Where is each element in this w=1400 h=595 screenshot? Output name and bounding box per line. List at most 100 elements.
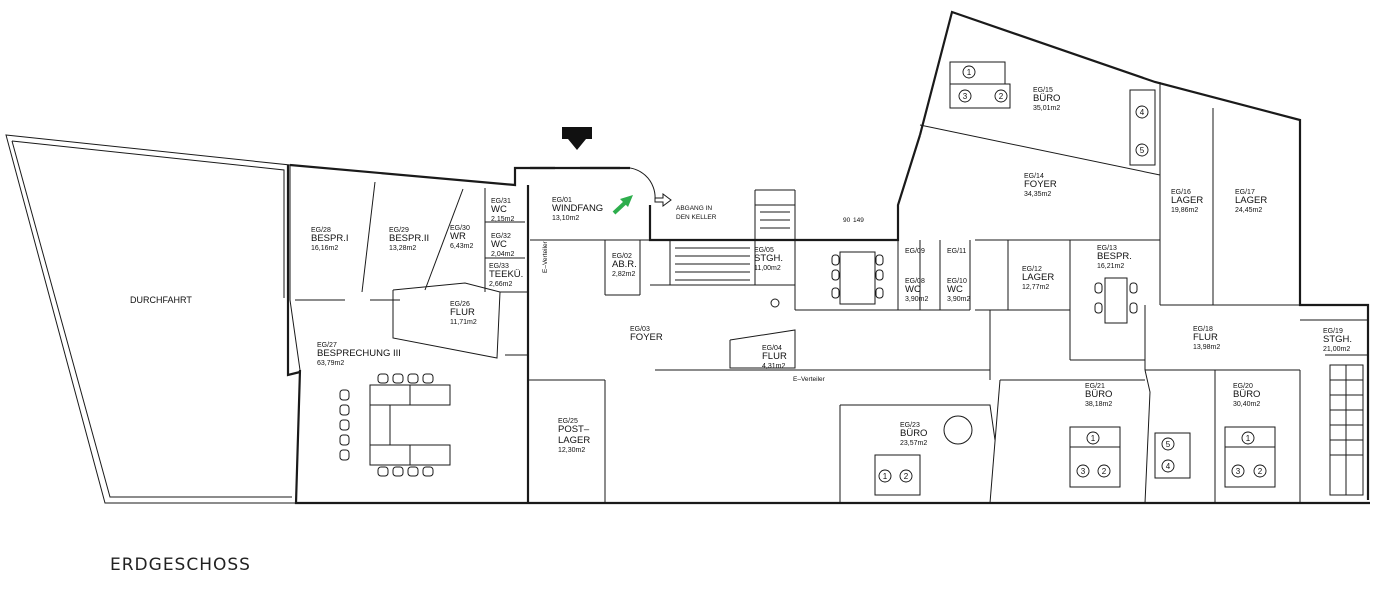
room-id: EG/26	[450, 301, 470, 308]
e-verteiler-label: E–Verteiler	[793, 376, 826, 383]
room-area: 11,00m2	[754, 265, 781, 272]
room-name: WR	[450, 231, 466, 242]
meeting-table-center	[831, 251, 884, 305]
room-name: BESPR.II	[389, 233, 429, 244]
workstation-number: 1	[1086, 431, 1100, 445]
workstation-label: 3	[1081, 467, 1086, 476]
workstation-circle	[1135, 143, 1149, 157]
workstation-number: 1	[1241, 431, 1255, 445]
workstation-number: 3	[958, 89, 972, 103]
room-id: EG/15	[1033, 87, 1053, 94]
windfang-entrance	[530, 127, 672, 207]
floor-title: ERDGESCHOSS	[110, 555, 251, 575]
room-id: EG/31	[491, 198, 511, 205]
workstation-number: 4	[1161, 459, 1175, 473]
room-name: FOYER	[1024, 179, 1057, 190]
room-name: FLUR	[1193, 332, 1218, 343]
workstation-number: 2	[1253, 464, 1267, 478]
workstation-number: 1	[962, 65, 976, 79]
room-name: LAGER	[1022, 272, 1054, 283]
outer-walls	[286, 10, 1370, 505]
room-id: EG/17	[1235, 189, 1255, 196]
green-arrow-icon	[612, 195, 633, 215]
room-area: 19,86m2	[1171, 207, 1198, 214]
room-id: EG/11	[947, 248, 966, 255]
round-table-eg23	[943, 415, 973, 445]
room-name: FOYER	[630, 332, 663, 343]
workstation-label: 4	[1140, 108, 1145, 117]
room-name: BESPRECHUNG III	[317, 348, 401, 359]
room-id: EG/27	[317, 342, 337, 349]
workstation-label: 3	[1236, 467, 1241, 476]
room-area: 21,00m2	[1323, 346, 1350, 353]
workstation-number: 2	[899, 469, 913, 483]
room-id: EG/10	[947, 278, 967, 285]
room-area: 13,10m2	[552, 215, 579, 222]
workstation-circle	[1253, 464, 1267, 478]
room-id: EG/09	[905, 248, 925, 255]
room-id: EG/32	[491, 233, 511, 240]
workstation-circle	[1231, 464, 1245, 478]
room-name: STGH.	[1323, 334, 1352, 345]
room-name: WINDFANG	[552, 203, 603, 214]
workstation-circle	[1135, 105, 1149, 119]
room-name: LAGER	[558, 435, 590, 446]
room-area: 13,98m2	[1193, 344, 1220, 351]
room-id: EG/20	[1233, 383, 1253, 390]
room-area: 12,30m2	[558, 447, 585, 454]
room-area: 2,82m2	[612, 271, 635, 278]
room-area: 16,21m2	[1097, 263, 1124, 270]
room-area: 2,15m2	[491, 216, 514, 223]
room-id: EG/18	[1193, 326, 1213, 333]
meeting-table-eg13	[1094, 277, 1138, 324]
room-area: 63,79m2	[317, 360, 344, 367]
room-area: 38,18m2	[1085, 401, 1112, 408]
workstation-circle	[1086, 431, 1100, 445]
room-name: POST–	[558, 424, 590, 435]
room-name: BESPR.	[1097, 251, 1132, 262]
room-name: WC	[491, 204, 507, 215]
dimension-label-90: 90	[843, 217, 851, 224]
room-name: WC	[905, 284, 921, 295]
room-id: EG/12	[1022, 266, 1042, 273]
room-id: EG/03	[630, 326, 650, 333]
room-id: EG/33	[489, 263, 509, 270]
workstation-number: 3	[1231, 464, 1245, 478]
conference-table-besprechung	[369, 384, 451, 466]
workstation-number: 5	[1135, 143, 1149, 157]
room-id: EG/02	[612, 253, 632, 260]
room-name: WC	[947, 284, 963, 295]
room-id: EG/04	[762, 345, 782, 352]
workstation-label: 2	[999, 92, 1004, 101]
room-name: BÜRO	[1233, 389, 1260, 400]
room-id: EG/28	[311, 227, 331, 234]
room-area: 24,45m2	[1235, 207, 1262, 214]
workstation-number: 5	[1161, 437, 1175, 451]
room-area: 12,77m2	[1022, 284, 1049, 291]
workstation-circle	[958, 89, 972, 103]
workstation-circle	[1161, 437, 1175, 451]
room-label: EG/11	[947, 248, 966, 255]
room-name: LAGER	[1171, 195, 1203, 206]
workstation-circle	[1161, 459, 1175, 473]
